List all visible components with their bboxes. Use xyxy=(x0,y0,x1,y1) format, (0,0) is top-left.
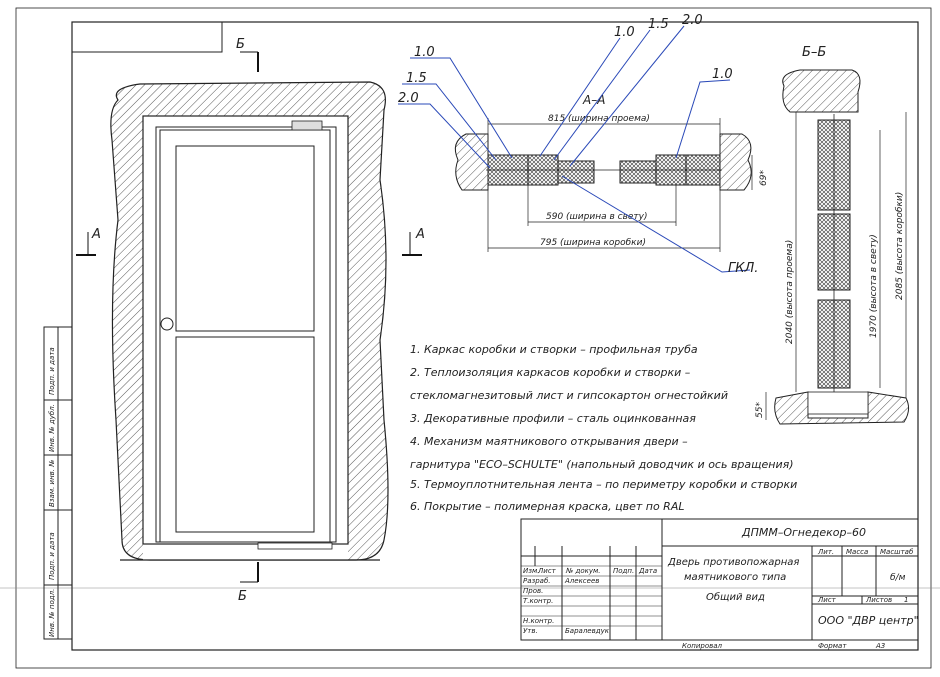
callout-1-0-b: 1.0 xyxy=(614,25,635,40)
tb-company: ООО "ДВР центр" xyxy=(818,614,919,627)
tb-format-label: Формат xyxy=(818,642,847,650)
stamp-inv-podl: Инв. № подл. xyxy=(48,589,56,637)
section-a-left: А xyxy=(91,227,101,242)
door-frame-outer xyxy=(142,115,349,545)
dim-frame-width: 795 (ширина коробки) xyxy=(540,238,646,248)
tb-name-line1: Дверь противопожарная xyxy=(667,557,799,568)
note-4: 4. Механизм маятникового открывания двер… xyxy=(410,435,688,448)
dim-thickness: 69* xyxy=(759,170,769,186)
handwritten-callouts xyxy=(398,25,751,273)
stamp-podp-data-2: Подп. и дата xyxy=(48,347,56,395)
tb-copied: Копировал xyxy=(682,642,723,650)
tb-name-line2: маятникового типа xyxy=(684,572,786,583)
tb-row-tkontr: Т.контр. xyxy=(523,597,553,605)
tb-col-list: Лист xyxy=(537,567,557,575)
tb-sheets-label: Листов xyxy=(865,596,892,604)
door-closer xyxy=(291,120,323,131)
note-6: 6. Покрытие – полимерная краска, цвет по… xyxy=(410,500,685,513)
note-4-cont: гарнитура "ECO–SCHULTE" (напольный довод… xyxy=(410,458,794,471)
door-leaf xyxy=(159,129,331,543)
tb-col-date: Дата xyxy=(638,567,657,575)
note-2: 2. Теплоизоляция каркасов коробки и ство… xyxy=(410,366,691,379)
note-3: 3. Декоративные профили – сталь оцинкова… xyxy=(410,412,696,425)
callout-gkl: ГКЛ. xyxy=(728,261,758,276)
tb-masshtab: Масштаб xyxy=(880,548,914,556)
tb-utv-name: Баралевдук xyxy=(565,627,610,635)
tb-col-izm: Изм. xyxy=(523,567,539,575)
stamp-podp-data-1: Подп. и дата xyxy=(48,532,56,580)
tb-lit: Лит. xyxy=(817,548,834,556)
door-panel-bottom xyxy=(175,336,315,533)
callout-2-0-a: 2.0 xyxy=(398,91,419,106)
tb-sheets-value: 1 xyxy=(904,596,908,604)
floor-pivot xyxy=(257,542,333,550)
dim-opening-width: 815 (ширина проема) xyxy=(548,114,650,124)
tb-format-value: А3 xyxy=(875,642,885,650)
sheet-frame xyxy=(0,7,940,669)
callout-1-0-a: 1.0 xyxy=(414,45,435,60)
door-panel-top xyxy=(175,145,315,332)
note-5: 5. Термоуплотнительная лента – по периме… xyxy=(410,478,798,491)
tb-view: Общий вид xyxy=(706,591,765,603)
section-b-bottom: Б xyxy=(238,589,247,604)
dim-opening-height: 2040 (высота проема) xyxy=(785,240,795,344)
tb-col-doc: № докум. xyxy=(565,567,601,575)
tb-row-utv: Утв. xyxy=(523,627,538,635)
plan-title: А–А xyxy=(582,93,605,107)
plan-section xyxy=(454,118,753,252)
tb-massa: Масса xyxy=(846,548,868,556)
stamp-vzam-inv: Взам. инв. № xyxy=(48,459,56,507)
vertical-section xyxy=(765,69,910,425)
callout-1-5-a: 1.5 xyxy=(406,71,427,86)
tb-row-nkontr: Н.контр. xyxy=(523,617,554,625)
door-handle xyxy=(160,317,174,331)
tb-sheet-label: Лист xyxy=(817,596,837,604)
dim-clear-height: 1970 (высота в свету) xyxy=(869,234,879,338)
section-b-top: Б xyxy=(236,37,245,52)
title-block xyxy=(520,518,919,641)
note-2-cont: стекломагнезитовый лист и гипсокартон ог… xyxy=(410,389,728,402)
tb-col-podp: Подп. xyxy=(613,567,634,575)
section-bb-title: Б–Б xyxy=(802,45,826,60)
callout-1-0-c: 1.0 xyxy=(712,67,733,82)
front-view xyxy=(76,51,422,583)
tb-designation: ДПММ–Огнедекор–60 xyxy=(741,526,866,539)
side-stamp xyxy=(43,326,73,640)
tb-razrab-name: Алексеев xyxy=(564,577,599,585)
tb-row-razrab: Разраб. xyxy=(523,577,551,585)
note-1: 1. Каркас коробки и створки – профильная… xyxy=(410,343,698,356)
dim-clear-width: 590 (ширина в свету) xyxy=(546,212,648,222)
section-a-right: А xyxy=(415,227,425,242)
callout-1-5-b: 1.5 xyxy=(648,17,669,32)
tb-scale-value: б/м xyxy=(890,573,906,583)
stamp-inv-dubl: Инв. № дубл. xyxy=(48,404,56,452)
callout-2-0-b: 2.0 xyxy=(682,13,703,28)
dim-frame-height: 2085 (высота коробки) xyxy=(895,192,905,300)
tb-row-prov: Пров. xyxy=(523,587,543,595)
dim-threshold: 55* xyxy=(755,402,765,418)
